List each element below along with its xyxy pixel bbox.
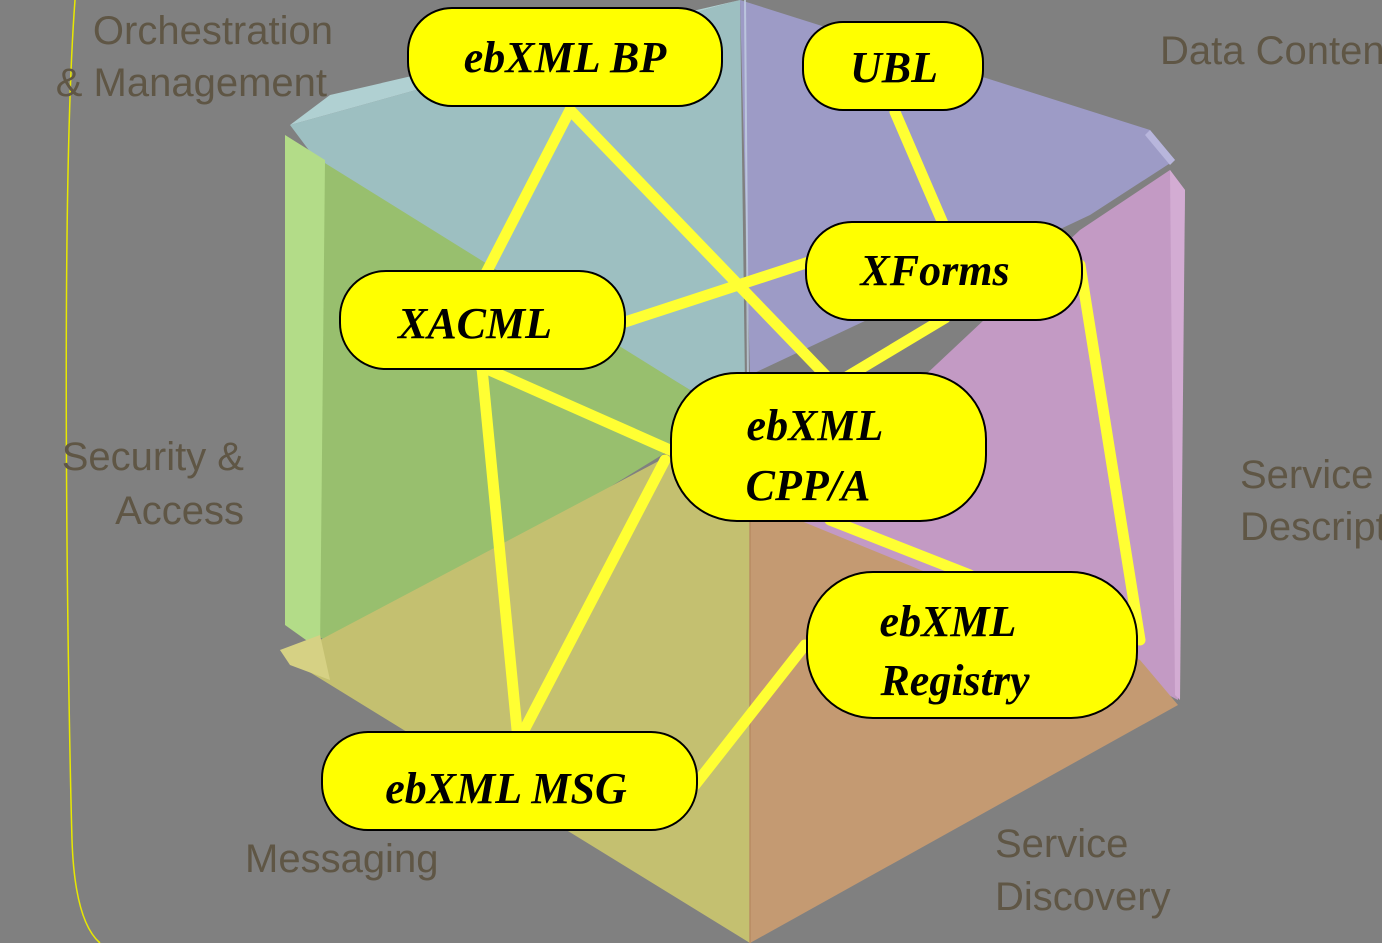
connector-cppa-registry (824, 514, 976, 581)
service-description-panel-edge (1170, 170, 1185, 700)
connector-bp-xacml (479, 104, 576, 281)
connector-ubl-xforms (889, 106, 951, 234)
connector-bp-cppa (564, 104, 836, 386)
connector-registry-msg (689, 639, 811, 791)
node-ebxml-registry-label-line2: Registry (879, 656, 1030, 705)
connector-xforms-cppa (839, 312, 951, 384)
security-label-line1: Security & (62, 435, 245, 479)
node-xacml[interactable]: XACML (339, 270, 626, 370)
service-discovery-label-line1: Service (995, 822, 1128, 866)
connector-xacml-xforms (619, 254, 821, 328)
node-ebxml-msg[interactable]: ebXML MSG (321, 731, 698, 831)
connector-xacml-cppa (472, 359, 676, 456)
connector-xforms-registry (1074, 259, 1146, 646)
orchestration-label-line1: Orchestration (93, 9, 333, 53)
node-xforms[interactable]: XForms (805, 221, 1083, 321)
service-description-label-line2: Description (1240, 505, 1382, 549)
node-ebxml-bp[interactable]: ebXML BP (407, 7, 723, 107)
connectors (472, 104, 1146, 791)
service-discovery-label-line2: Discovery (995, 875, 1171, 919)
orchestration-label-line2: & Management (56, 61, 327, 105)
node-ubl-label: UBL (850, 43, 938, 92)
node-ebxml-bp-label: ebXML BP (464, 33, 668, 82)
security-panel-edge (285, 135, 325, 650)
messaging-label: Messaging (245, 837, 438, 881)
node-ebxml-cppa-label-line1: ebXML (747, 401, 884, 450)
node-ebxml-cppa-label-line2: CPP/A (746, 461, 871, 510)
panel-seam (744, 0, 749, 381)
segment-labels: Orchestration & Management Data Content … (56, 9, 1382, 919)
frame-outline (65, 0, 101, 943)
connector-cppa-msg (514, 454, 671, 744)
node-ebxml-registry-label-line1: ebXML (880, 597, 1017, 646)
node-xacml-label: XACML (396, 299, 552, 348)
node-ubl[interactable]: UBL (802, 21, 984, 111)
node-ebxml-cppa[interactable]: ebXML CPP/A (670, 372, 987, 522)
node-ebxml-registry[interactable]: ebXML Registry (806, 571, 1138, 719)
security-label-line2: Access (115, 489, 244, 533)
nodes: ebXML BP UBL XForms XACML ebXML CPP/A eb… (321, 7, 1138, 831)
data-content-panel-edge (1145, 130, 1175, 165)
service-description-label-line1: Service (1240, 453, 1373, 497)
node-xforms-label: XForms (858, 246, 1009, 295)
messaging-panel-edge (280, 635, 330, 680)
node-ebxml-msg-label: ebXML MSG (385, 764, 627, 813)
data-content-label: Data Content (1160, 29, 1382, 73)
connector-xacml-msg (476, 362, 524, 746)
